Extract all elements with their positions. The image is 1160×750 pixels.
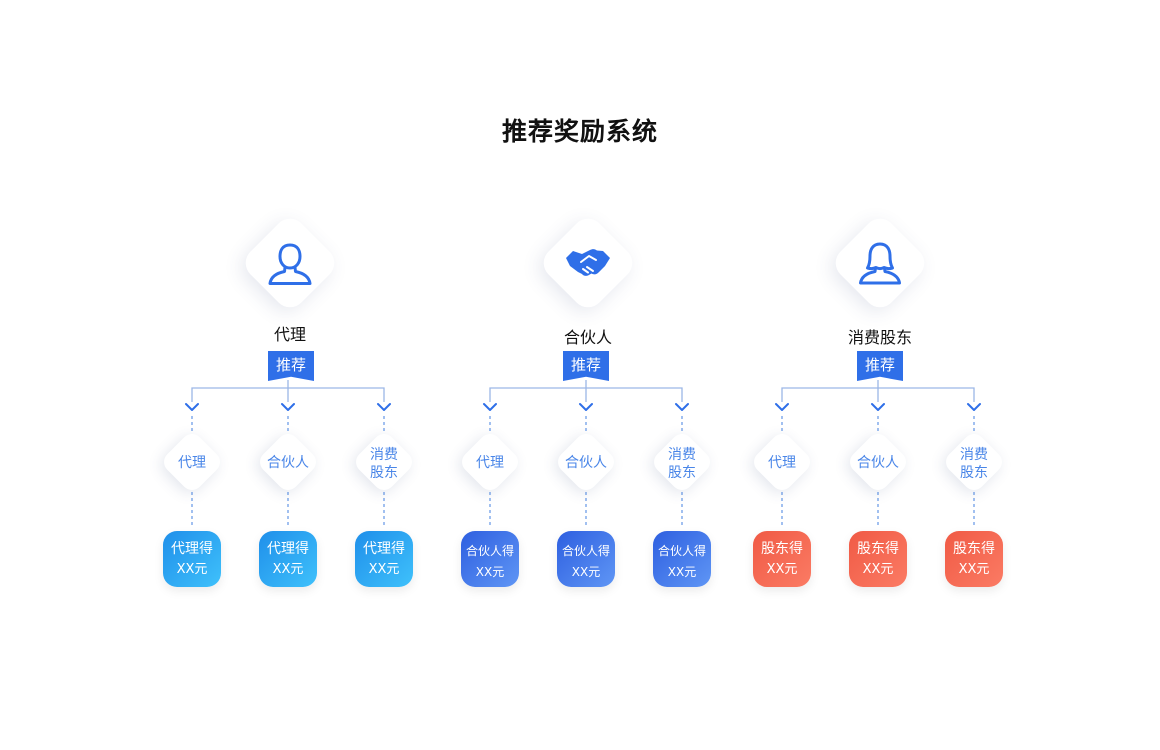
recommend-badge: 推荐 [857,351,903,381]
recommend-badge: 推荐 [563,351,609,381]
person-icon [268,243,312,285]
recommend-badge: 推荐 [268,351,314,381]
connector-lines [185,380,391,528]
sub-role-label: 代理 [768,455,796,471]
role-name: 代理 [273,325,306,344]
sub-role-label: 消费股东 [370,447,398,481]
sub-role-label: 消费股东 [668,447,696,481]
sub-role-label: 合伙人 [857,455,899,471]
sub-role-label: 合伙人 [267,455,309,471]
connector-lines [483,380,689,528]
role-name: 合伙人 [563,328,612,347]
sub-role-label: 合伙人 [565,455,607,471]
sub-role-label: 消费股东 [960,447,988,481]
role-name: 消费股东 [847,328,912,347]
sub-role-label: 代理 [178,455,206,471]
connector-lines [775,380,981,528]
sub-role-label: 代理 [476,455,504,471]
page-title: 推荐奖励系统 [501,117,658,146]
handshake-icon [566,249,610,276]
woman-icon [859,242,901,285]
